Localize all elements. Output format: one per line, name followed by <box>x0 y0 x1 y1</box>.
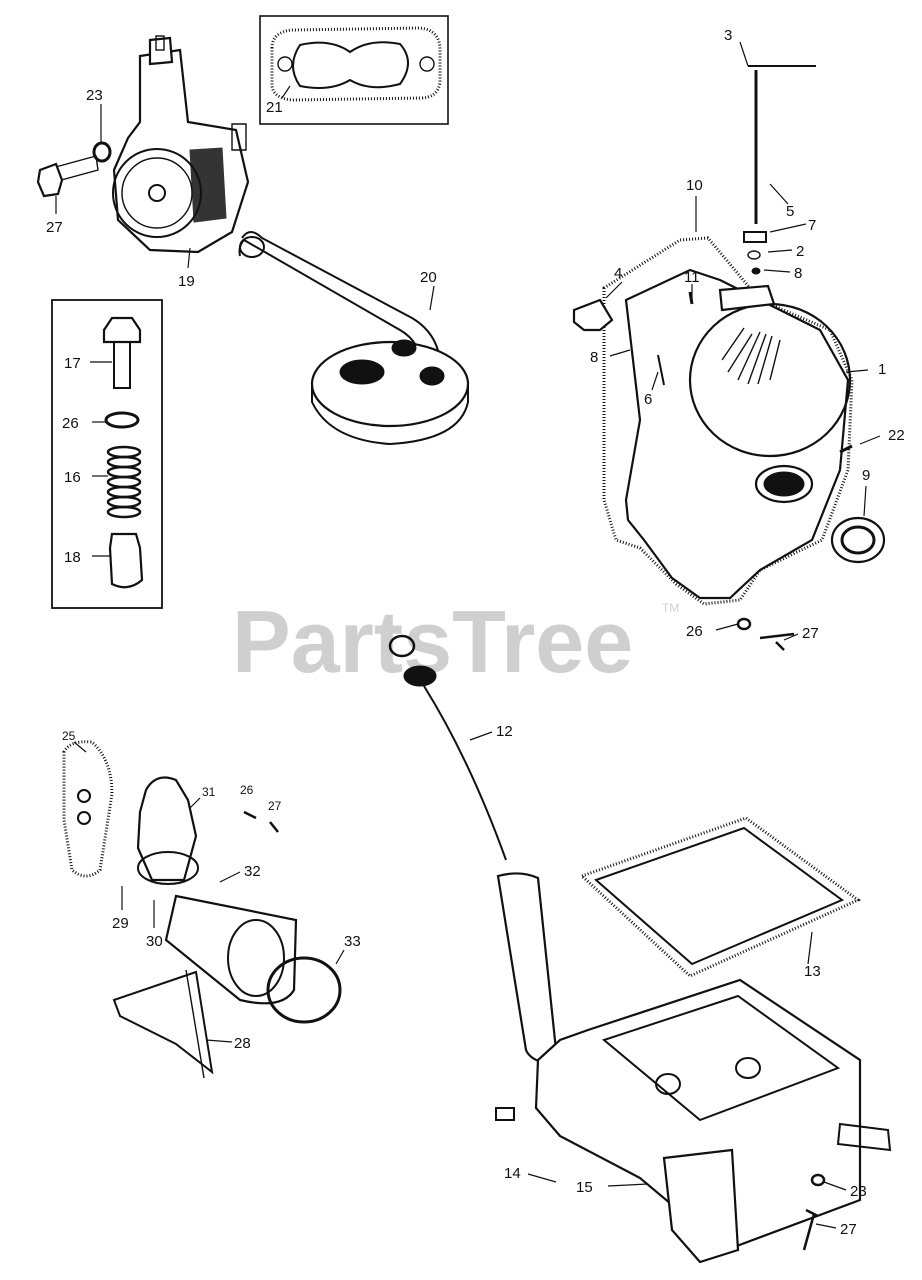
callout-8: 8 <box>794 265 802 282</box>
callout-28: 28 <box>234 1035 251 1052</box>
callout-8-lower: 8 <box>590 349 598 366</box>
callout-27: 27 <box>46 219 63 236</box>
callout-18: 18 <box>64 549 81 566</box>
callout-20: 20 <box>420 269 437 286</box>
callout-12: 12 <box>496 723 513 740</box>
callout-30: 30 <box>146 933 163 950</box>
callout-13: 13 <box>804 963 821 980</box>
relief-valve-inset <box>51 299 163 609</box>
leader-lines <box>55 41 881 1229</box>
oil-pan-assembly <box>495 816 892 1264</box>
dipstick-12 <box>388 634 558 1066</box>
callout-15: 15 <box>576 1179 593 1196</box>
callout-10: 10 <box>686 177 703 194</box>
callout-25: 25 <box>62 729 76 743</box>
callout-26: 26 <box>62 415 79 432</box>
callout-23: 23 <box>86 87 103 104</box>
callout-labels: 3 23 21 27 19 20 10 5 7 2 8 4 11 8 6 1 2… <box>46 27 905 1238</box>
callout-26-filter: 26 <box>240 783 254 797</box>
callout-31: 31 <box>202 785 216 799</box>
callout-1: 1 <box>878 361 886 378</box>
callout-23-pan: 23 <box>850 1183 867 1200</box>
callout-14: 14 <box>504 1165 521 1182</box>
callout-19: 19 <box>178 273 195 290</box>
callout-9: 9 <box>862 467 870 484</box>
oil-pickup-20 <box>238 231 470 446</box>
oil-pump-assembly <box>36 35 250 254</box>
callout-22: 22 <box>888 427 905 444</box>
callout-11: 11 <box>684 269 700 286</box>
callout-32: 32 <box>244 863 261 880</box>
callout-5: 5 <box>786 203 794 220</box>
callout-26-cover: 26 <box>686 623 703 640</box>
callout-27-filter: 27 <box>268 799 282 813</box>
gear-cover-assembly <box>572 65 886 651</box>
callout-33: 33 <box>344 933 361 950</box>
callout-16: 16 <box>64 469 81 486</box>
callout-29: 29 <box>112 915 129 932</box>
callout-7: 7 <box>808 217 816 234</box>
callout-17: 17 <box>64 355 81 372</box>
callout-21: 21 <box>266 99 283 116</box>
oil-filter-assembly <box>62 740 342 1079</box>
callout-4: 4 <box>614 265 622 282</box>
callout-2: 2 <box>796 243 804 260</box>
callout-27-cover: 27 <box>802 625 819 642</box>
gasket-inset-21 <box>259 15 449 125</box>
watermark-trademark: TM <box>662 601 679 615</box>
callout-3: 3 <box>724 27 732 44</box>
callout-6: 6 <box>644 391 652 408</box>
callout-27-pan: 27 <box>840 1221 857 1238</box>
